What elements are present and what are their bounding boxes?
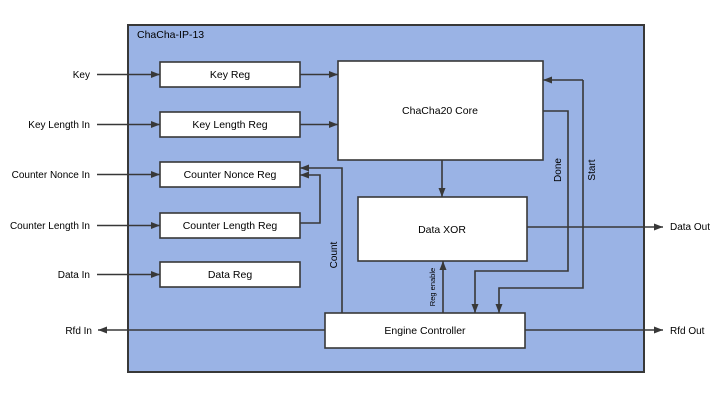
wire-start-to-controller (495, 80, 584, 313)
block-label-counter-nonce-reg: Counter Nonce Reg (184, 169, 277, 181)
wire-count (300, 164, 343, 313)
block-data-xor (357, 196, 528, 262)
block-label-data-xor: Data XOR (418, 224, 466, 236)
port-label-data-in: Data In (58, 270, 90, 281)
port-label-counter-nonce-in: Counter Nonce In (12, 170, 90, 181)
signal-label-done: Done (553, 158, 564, 182)
port-label-key: Key (73, 70, 90, 81)
block-label-data-reg: Data Reg (208, 269, 253, 281)
signal-label-reg-enable: Reg enable (428, 268, 437, 306)
signal-label-count: Count (329, 241, 340, 268)
block-label-chacha20-core: ChaCha20 Core (402, 105, 478, 117)
block-label-key-reg: Key Reg (210, 69, 250, 81)
block-label-engine-controller: Engine Controller (384, 325, 466, 337)
signal-label-start: Start (587, 159, 598, 180)
port-label-rfd-out: Rfd Out (670, 326, 705, 337)
wire-counter-length-to-nonce (300, 171, 321, 224)
block-counter-length-reg (159, 212, 301, 239)
port-label-key-length-in: Key Length In (28, 120, 90, 131)
block-key-length-reg (159, 111, 301, 138)
block-data-reg (159, 261, 301, 288)
port-label-rfd-in: Rfd In (65, 326, 92, 337)
port-label-counter-length-in: Counter Length In (10, 221, 90, 232)
block-label-key-length-reg: Key Length Reg (192, 119, 267, 131)
block-label-counter-length-reg: Counter Length Reg (183, 220, 278, 232)
ip-title: ChaCha-IP-13 (137, 29, 204, 41)
block-engine-controller (324, 312, 526, 349)
wire-done (471, 110, 569, 313)
port-label-data-out: Data Out (670, 222, 710, 233)
block-chacha20-core (337, 60, 544, 161)
